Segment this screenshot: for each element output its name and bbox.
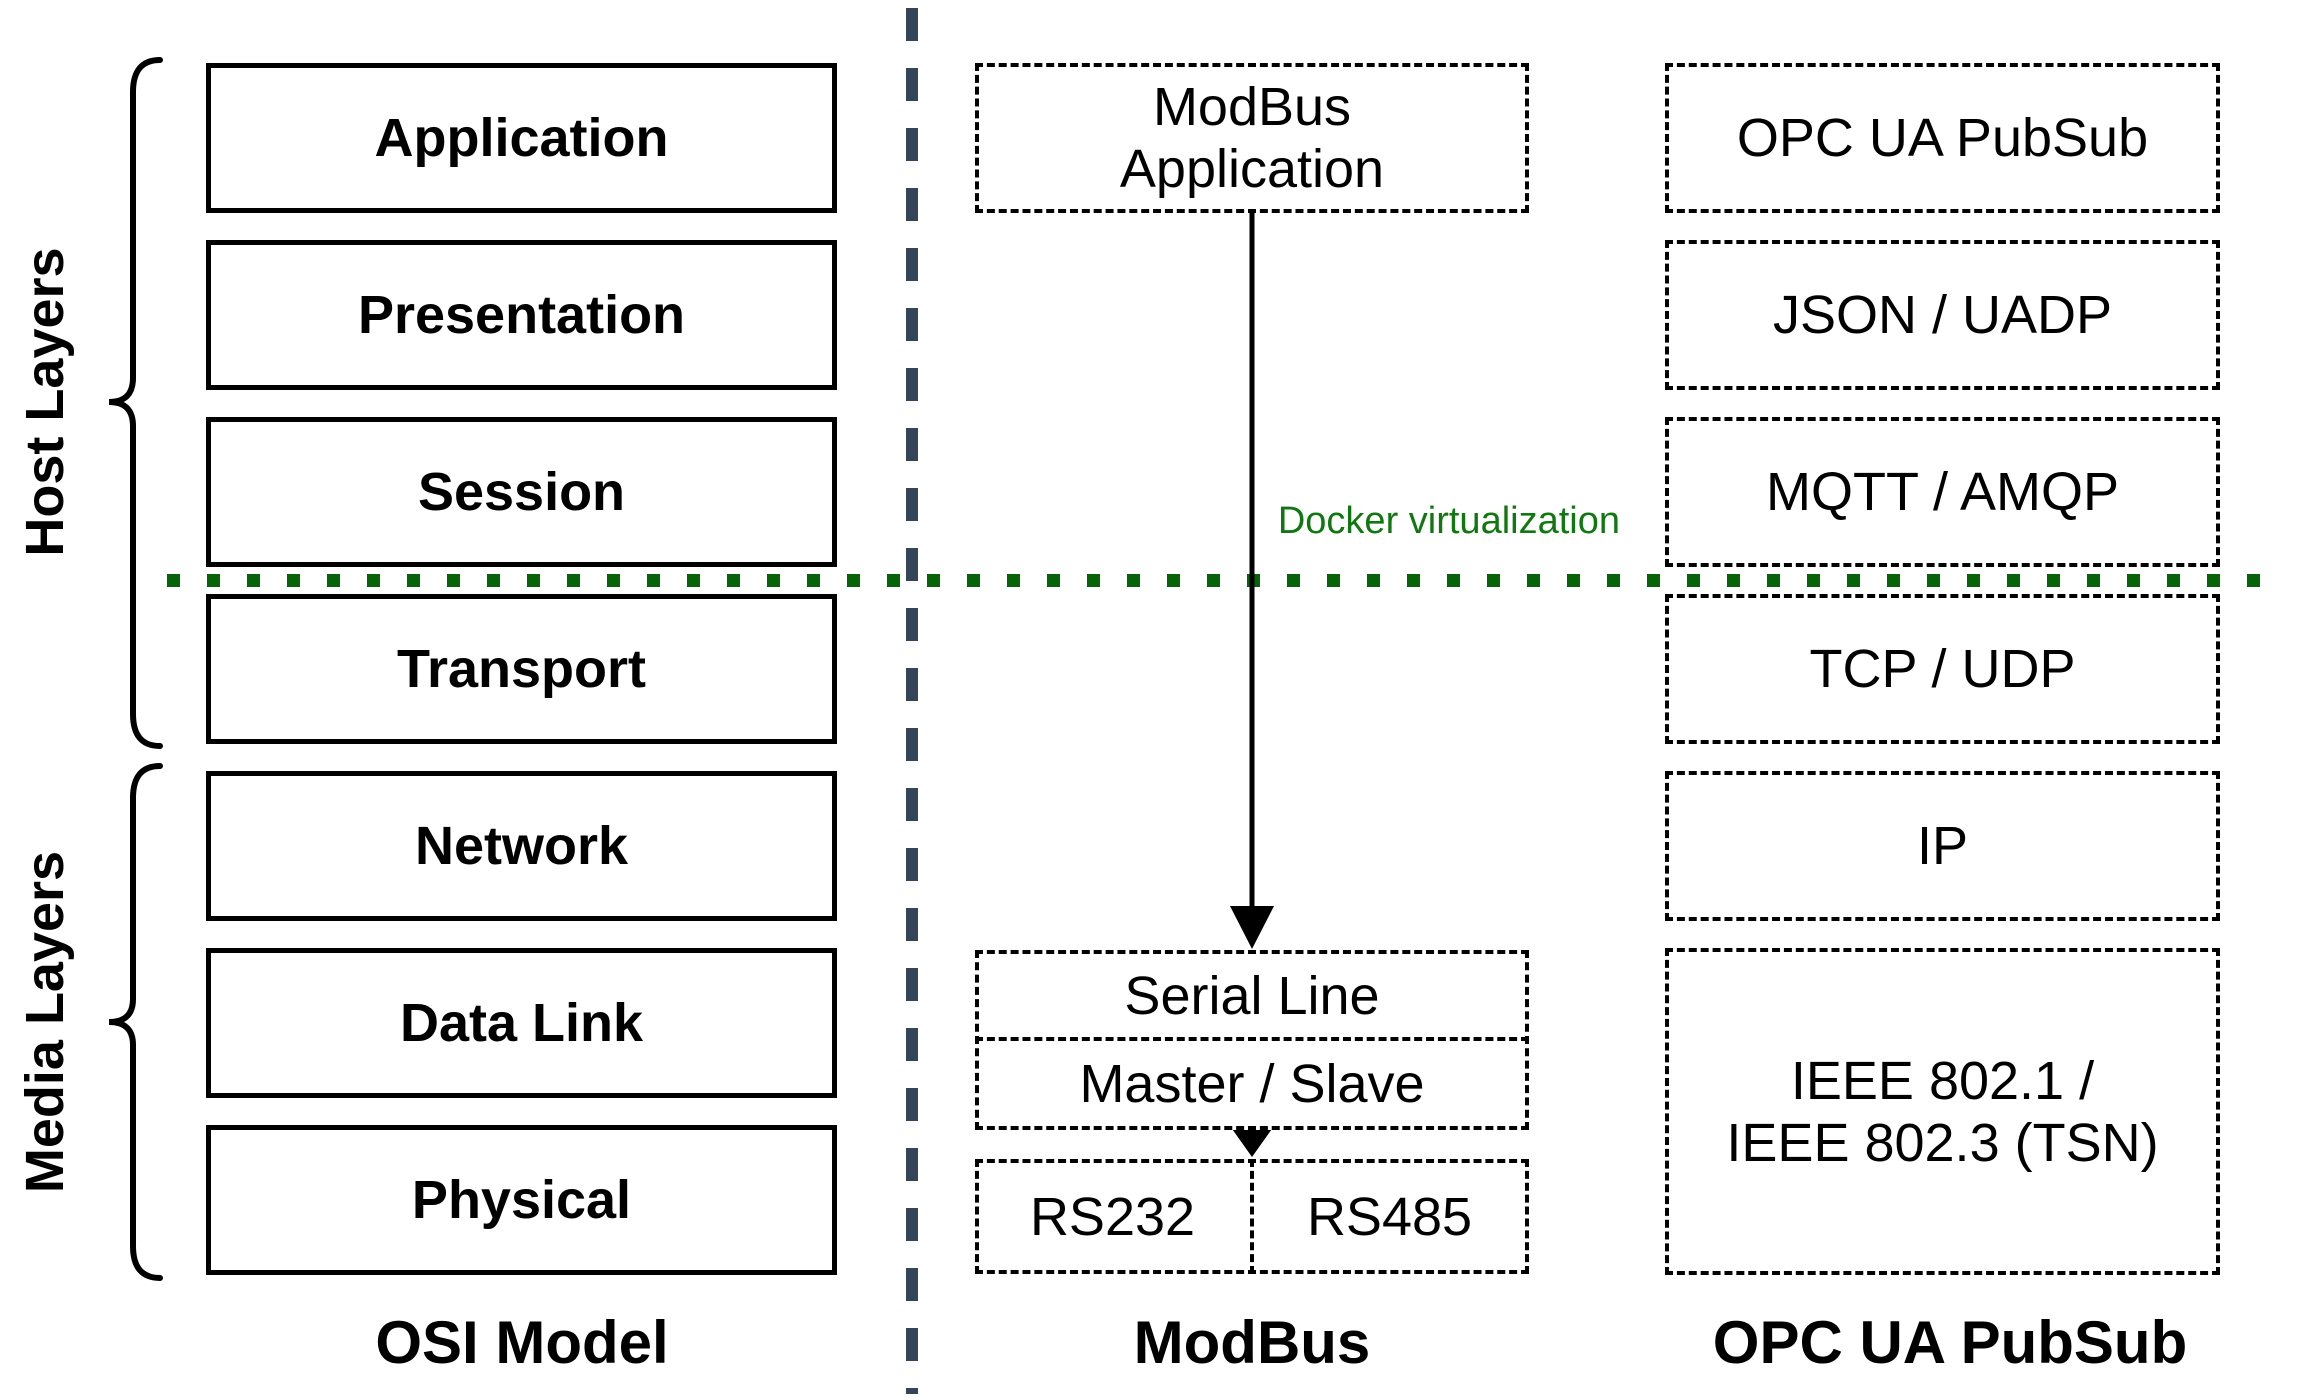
modbus-rs485-cell: RS485 xyxy=(1306,1186,1473,1247)
docker-virtualization-label: Docker virtualization xyxy=(1277,500,1620,542)
modbus-serial-master-divider xyxy=(975,1037,1529,1041)
modbus-rs232-cell: RS232 xyxy=(1029,1186,1196,1247)
osi-box-application: Application xyxy=(206,63,837,213)
osi-box-network: Network xyxy=(206,771,837,921)
media-layers-brace xyxy=(108,763,163,1281)
host-layers-brace xyxy=(108,57,163,749)
opcua-ieee-line2: IEEE 802.3 (TSN) xyxy=(1726,1112,2159,1173)
modbus-phy-arrowhead xyxy=(1230,1126,1274,1157)
column-divider-line xyxy=(906,8,918,1394)
opcua-box-mqtt-amqp: MQTT / AMQP xyxy=(1665,417,2220,567)
opcua-box-ieee: IEEE 802.1 / IEEE 802.3 (TSN) xyxy=(1665,948,2220,1275)
modbus-application-line1: ModBus xyxy=(1152,77,1352,137)
opcua-box-json-uadp: JSON / UADP xyxy=(1665,240,2220,390)
opcua-ieee-line1: IEEE 802.1 / xyxy=(1790,1050,2095,1111)
osi-box-session: Session xyxy=(206,417,837,567)
opcua-box-pubsub: OPC UA PubSub xyxy=(1665,63,2220,213)
osi-box-transport: Transport xyxy=(206,594,837,744)
docker-boundary-line xyxy=(167,574,2285,587)
osi-box-data-link: Data Link xyxy=(206,948,837,1098)
modbus-flow-arrowhead xyxy=(1230,906,1274,949)
modbus-column-label: ModBus xyxy=(1133,1309,1371,1376)
opcua-box-ip: IP xyxy=(1665,771,2220,921)
host-layers-label: Host Layers xyxy=(15,247,75,557)
osi-box-physical: Physical xyxy=(206,1125,837,1275)
modbus-master-slave-cell: Master / Slave xyxy=(1079,1053,1425,1114)
osi-box-presentation: Presentation xyxy=(206,240,837,390)
modbus-application-box: ModBus Application xyxy=(975,63,1529,213)
osi-column-label: OSI Model xyxy=(375,1309,669,1376)
modbus-serial-line-cell: Serial Line xyxy=(1124,965,1380,1026)
media-layers-label: Media Layers xyxy=(15,850,75,1194)
modbus-rs-divider xyxy=(1250,1159,1254,1274)
modbus-application-line2: Application xyxy=(1119,139,1385,199)
opcua-column-label: OPC UA PubSub xyxy=(1712,1309,2188,1376)
opcua-box-tcp-udp: TCP / UDP xyxy=(1665,594,2220,744)
